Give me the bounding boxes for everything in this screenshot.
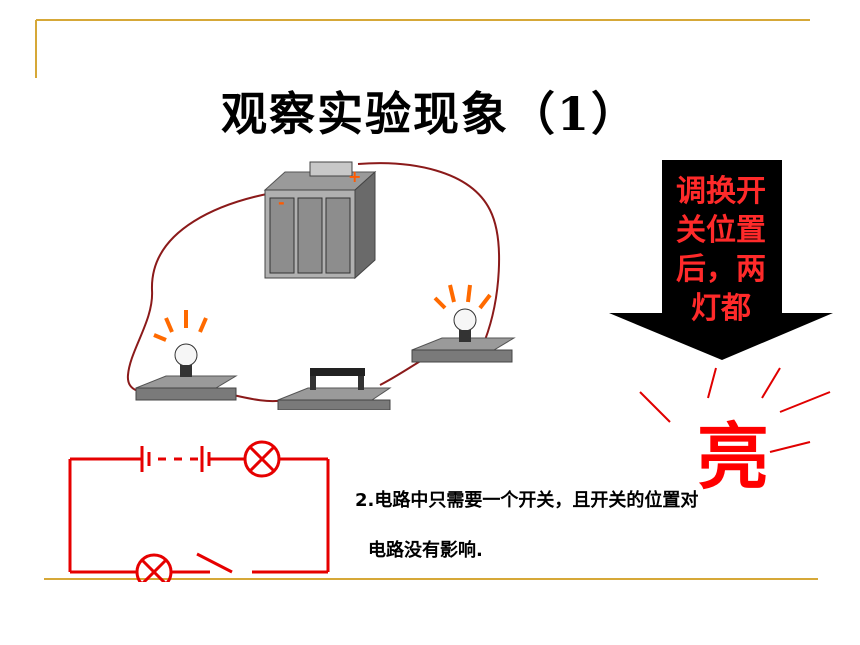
- right-bulb: [411, 284, 516, 363]
- down-arrow: [609, 160, 833, 360]
- left-bulb: [135, 310, 238, 401]
- battery: - +: [263, 161, 377, 280]
- knife-switch: [277, 368, 392, 410]
- wire-top-right: [357, 162, 501, 341]
- slide-title: 观察实验现象（1）: [220, 87, 639, 141]
- arrow-text-line-3: 后，两: [676, 252, 766, 287]
- conclusion-line-2: 电路没有影响.: [368, 540, 483, 561]
- circuit-illustration: - +: [126, 161, 516, 410]
- arrow-text-line-4: 灯都: [691, 291, 751, 326]
- arrow-text-line-1: 调换开: [676, 174, 766, 209]
- arrow-text-line-2: 关位置: [676, 213, 766, 248]
- battery-plus-label: +: [348, 167, 361, 186]
- circuit-schematic: [68, 440, 330, 582]
- battery-minus-label: -: [278, 193, 285, 212]
- bright-rays: [639, 367, 831, 453]
- schematic-switch-blade: [196, 552, 233, 574]
- conclusion-line-1: 2.电路中只需要一个开关，且开关的位置对: [355, 490, 699, 511]
- arrow-text: 调换开 关位置 后，两 灯都: [660, 172, 782, 328]
- wire-top-left: [126, 189, 291, 394]
- schematic-lamp-bottom: [135, 553, 173, 582]
- bright-char: 亮: [696, 414, 769, 499]
